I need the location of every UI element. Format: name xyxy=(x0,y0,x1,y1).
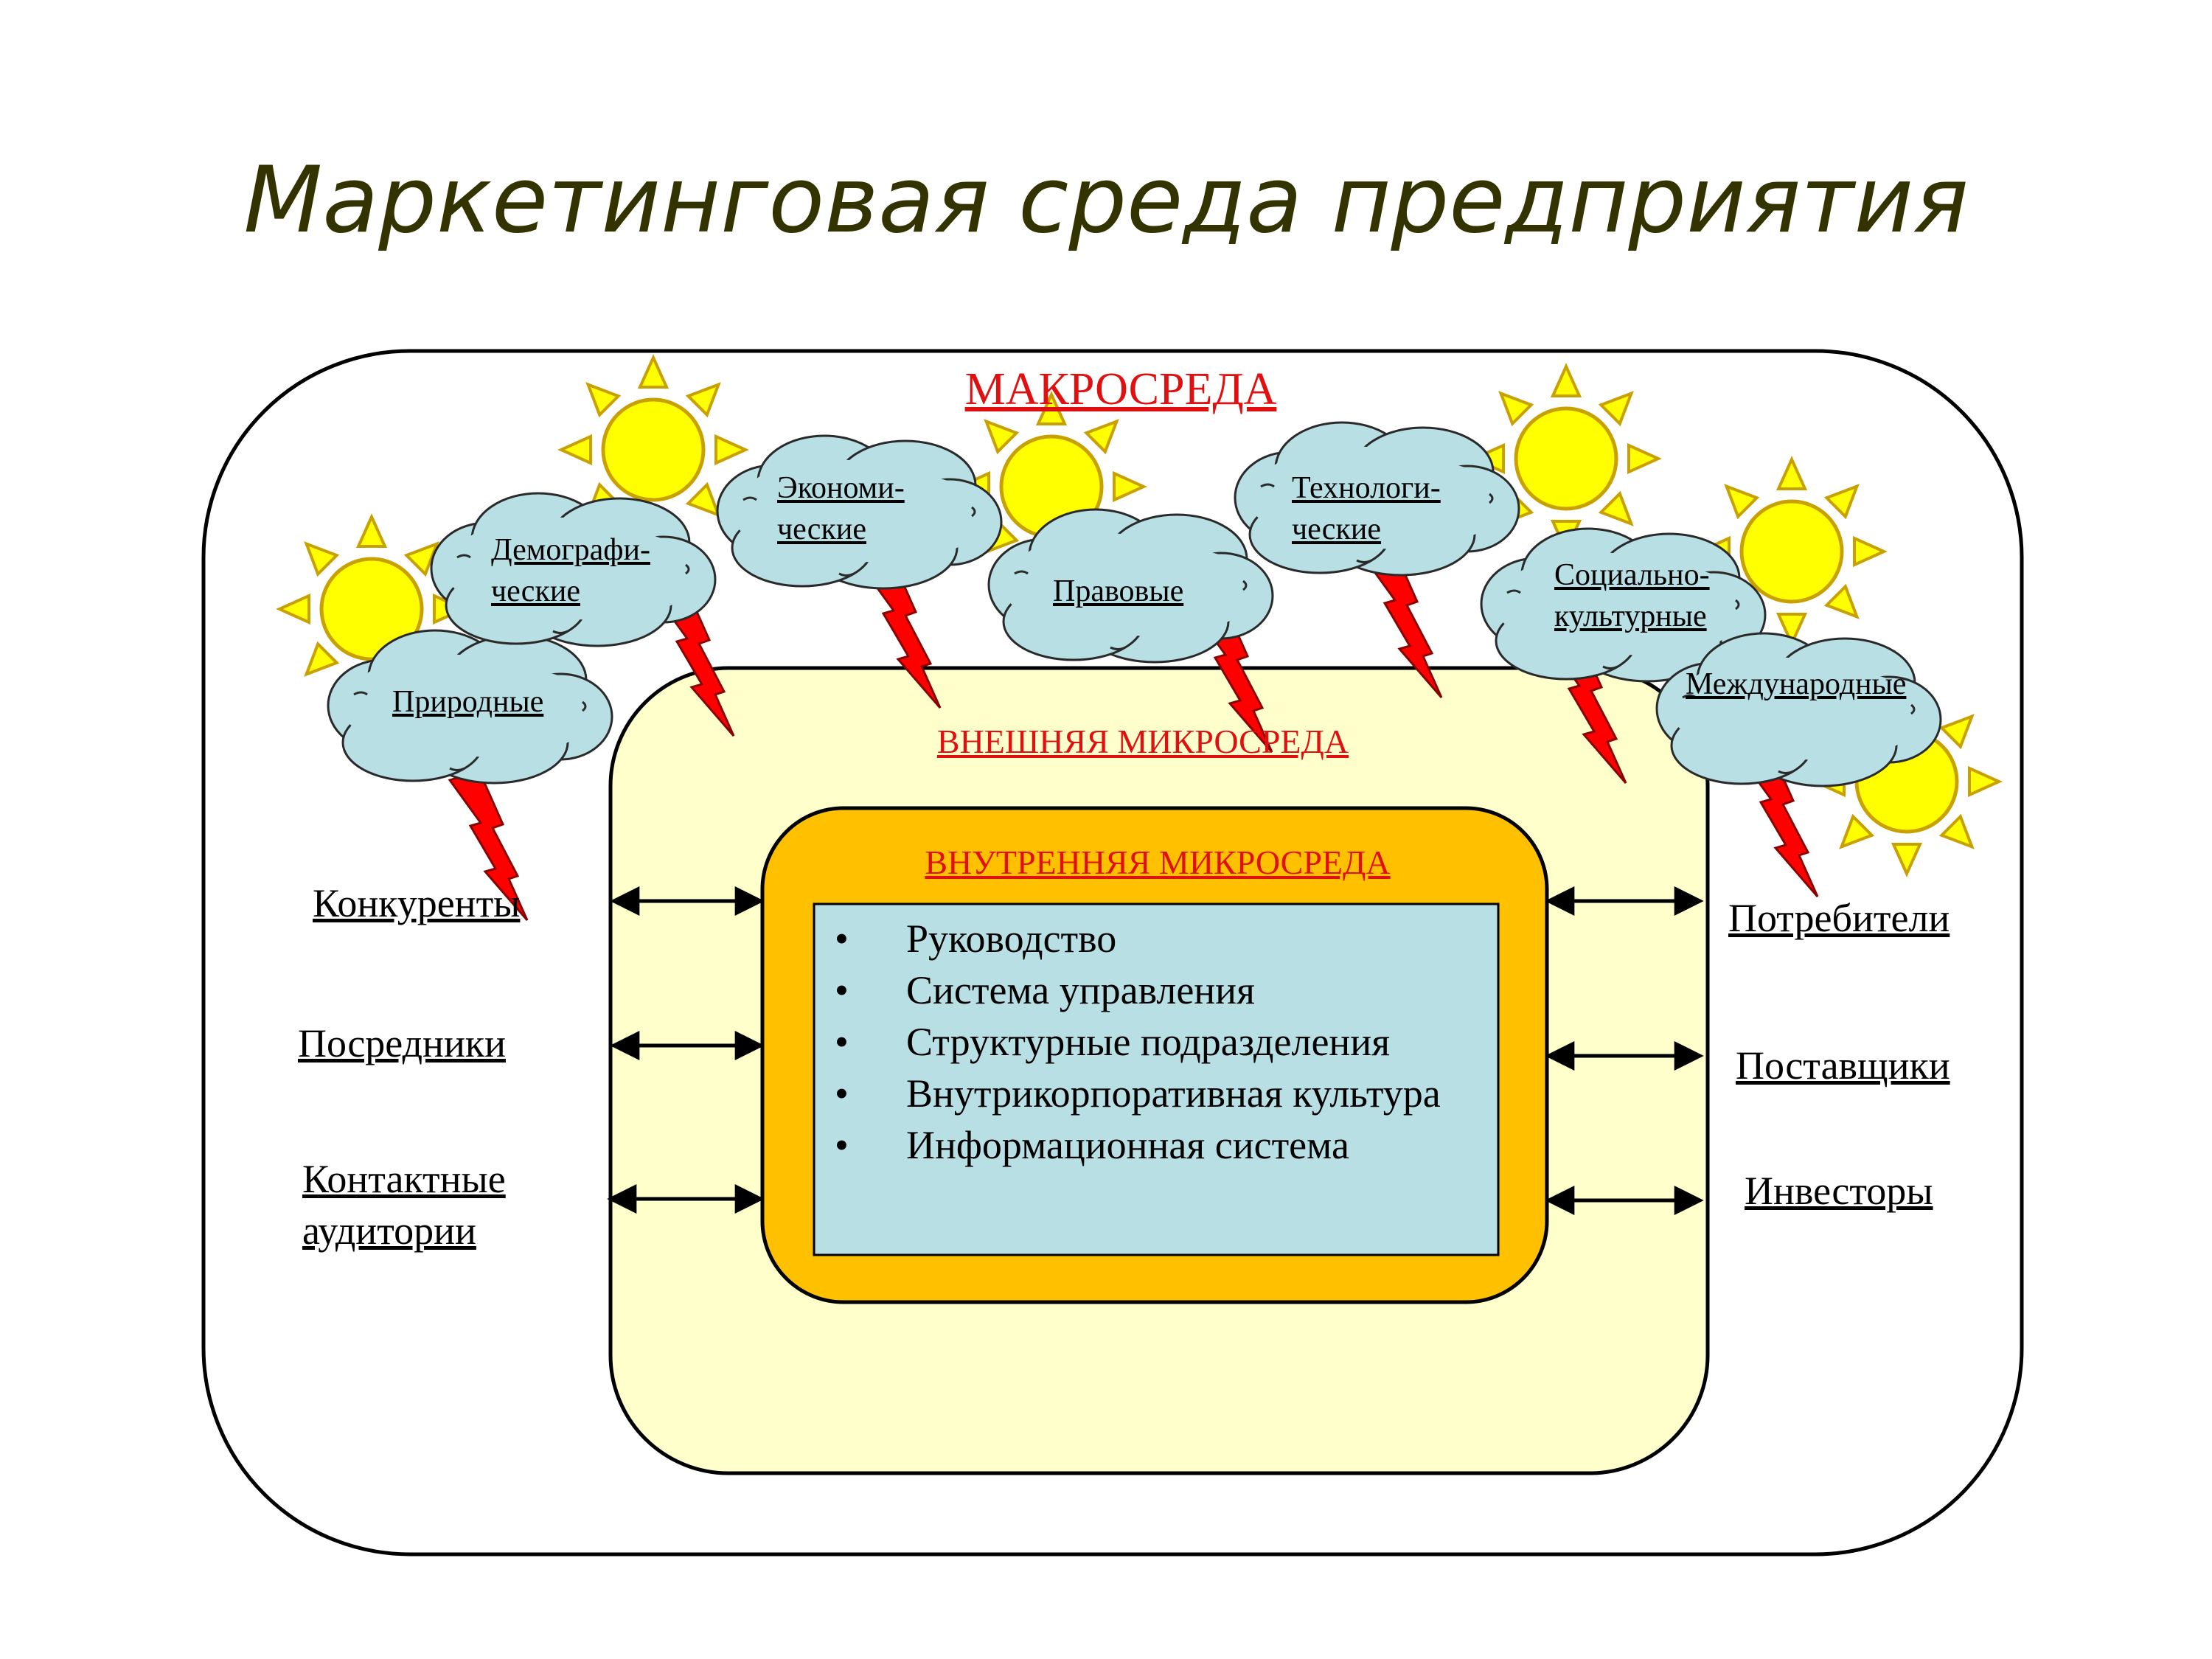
factor-international-label: Международные xyxy=(1686,667,1907,701)
factor-legal-label: Правовые xyxy=(1053,574,1184,608)
internal-item: Информационная система xyxy=(814,1119,1492,1171)
factor-sociocultural-line2: культурные xyxy=(1554,599,1707,633)
internal-item: Система управления xyxy=(814,964,1492,1016)
macro-environment-title: МАКРОСРЕДА xyxy=(964,364,1277,414)
factor-demographic-line2: ческие xyxy=(491,574,580,608)
actor-competitors: Конкуренты xyxy=(313,881,521,925)
factor-economic-line2: ческие xyxy=(777,512,866,546)
actor-contact-audiences-line2: аудитории xyxy=(302,1208,476,1253)
factor-technological-line2: ческие xyxy=(1292,512,1381,546)
factor-technological: Технологи- ческие xyxy=(1292,467,1441,550)
factor-sociocultural-line1: Социально- xyxy=(1554,558,1710,592)
internal-item: Руководство xyxy=(814,913,1492,964)
page-title: Маркетинговая среда предприятия xyxy=(243,147,1969,254)
factor-economic-line1: Экономи- xyxy=(777,471,905,505)
double-arrow-icon xyxy=(607,886,1704,1215)
factor-natural-label: Природные xyxy=(392,685,544,719)
factor-demographic-line1: Демографи- xyxy=(491,533,650,567)
factor-economic: Экономи- ческие xyxy=(777,467,905,550)
factor-demographic: Демографи- ческие xyxy=(491,529,650,612)
actor-consumers: Потребители xyxy=(1728,896,1950,940)
external-microenvironment-title: ВНЕШНЯЯ МИКРОСРЕДА xyxy=(936,723,1349,760)
internal-item: Внутрикорпоративная культура xyxy=(814,1068,1492,1119)
actor-contact-audiences: Контактные аудитории xyxy=(302,1153,506,1256)
internal-microenvironment-title: ВНУТРЕННЯЯ МИКРОСРЕДА xyxy=(925,844,1391,881)
internal-items-list: Руководство Система управления Структурн… xyxy=(814,904,1492,1251)
actor-contact-audiences-line1: Контактные xyxy=(302,1157,506,1201)
factor-sociocultural: Социально- культурные xyxy=(1554,554,1710,637)
actor-intermediaries: Посредники xyxy=(298,1021,506,1065)
factor-technological-line1: Технологи- xyxy=(1292,471,1441,505)
actor-suppliers: Поставщики xyxy=(1736,1043,1950,1088)
internal-item: Структурные подразделения xyxy=(814,1016,1492,1068)
actor-investors: Инвесторы xyxy=(1745,1169,1933,1213)
